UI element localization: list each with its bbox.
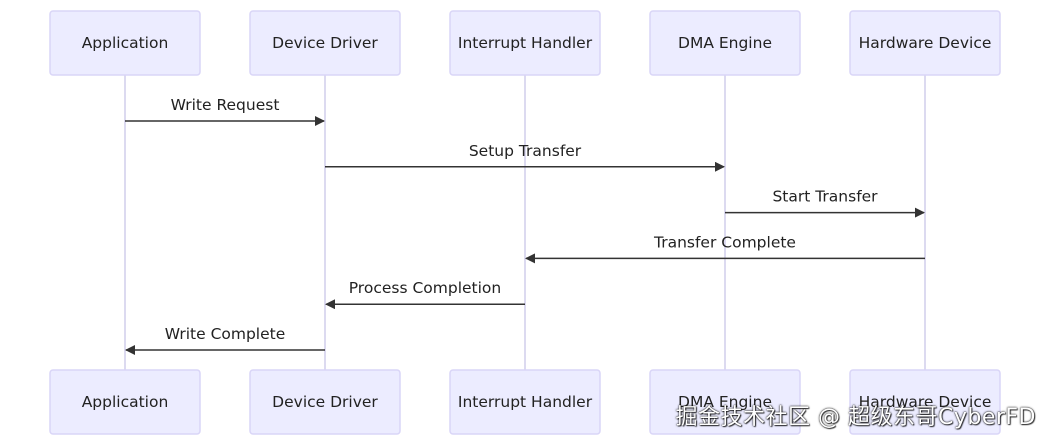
message-label: Write Complete bbox=[165, 325, 286, 343]
actor-label: Device Driver bbox=[272, 34, 378, 52]
actor-dma-top: DMA Engine bbox=[649, 10, 801, 76]
watermark-text: 掘金技术社区 @ 超级东哥CyberFD bbox=[675, 405, 1036, 430]
actor-label: Interrupt Handler bbox=[458, 34, 593, 52]
actor-label: Hardware Device bbox=[859, 34, 992, 52]
actor-label: Interrupt Handler bbox=[458, 393, 593, 411]
actor-label: Hardware Device bbox=[859, 393, 992, 411]
actor-box bbox=[649, 10, 801, 76]
message-label: Setup Transfer bbox=[469, 142, 582, 160]
message-3: Start Transfer bbox=[725, 188, 925, 218]
message-label: Process Completion bbox=[349, 279, 502, 297]
actor-app-top: Application bbox=[49, 10, 201, 76]
actor-box bbox=[649, 369, 801, 435]
actor-app-bottom: Application bbox=[49, 369, 201, 435]
actor-label: Application bbox=[82, 393, 169, 411]
actor-label: Device Driver bbox=[272, 393, 378, 411]
actor-dma-bottom: DMA Engine bbox=[649, 369, 801, 435]
message-5: Process Completion bbox=[325, 279, 525, 310]
actor-label: DMA Engine bbox=[678, 393, 772, 411]
message-label: Start Transfer bbox=[772, 188, 878, 206]
actor-drv-bottom: Device Driver bbox=[249, 369, 401, 435]
actor-label: Application bbox=[82, 34, 169, 52]
message-6: Write Complete bbox=[125, 325, 325, 355]
actor-box bbox=[249, 369, 401, 435]
actor-box bbox=[449, 369, 601, 435]
actor-box bbox=[249, 10, 401, 76]
actor-box bbox=[49, 369, 201, 435]
message-2: Setup Transfer bbox=[325, 142, 725, 172]
actor-irq-top: Interrupt Handler bbox=[449, 10, 601, 76]
actor-label: DMA Engine bbox=[678, 34, 772, 52]
actor-irq-bottom: Interrupt Handler bbox=[449, 369, 601, 435]
message-label: Write Request bbox=[171, 96, 280, 114]
message-label: Transfer Complete bbox=[653, 233, 796, 251]
message-1: Write Request bbox=[125, 96, 325, 126]
message-4: Transfer Complete bbox=[525, 233, 925, 264]
actor-box bbox=[49, 10, 201, 76]
actor-hw-bottom: Hardware Device bbox=[849, 369, 1001, 435]
actor-hw-top: Hardware Device bbox=[849, 10, 1001, 76]
actor-box bbox=[849, 10, 1001, 76]
actor-box bbox=[849, 369, 1001, 435]
actor-drv-top: Device Driver bbox=[249, 10, 401, 76]
actor-box bbox=[449, 10, 601, 76]
